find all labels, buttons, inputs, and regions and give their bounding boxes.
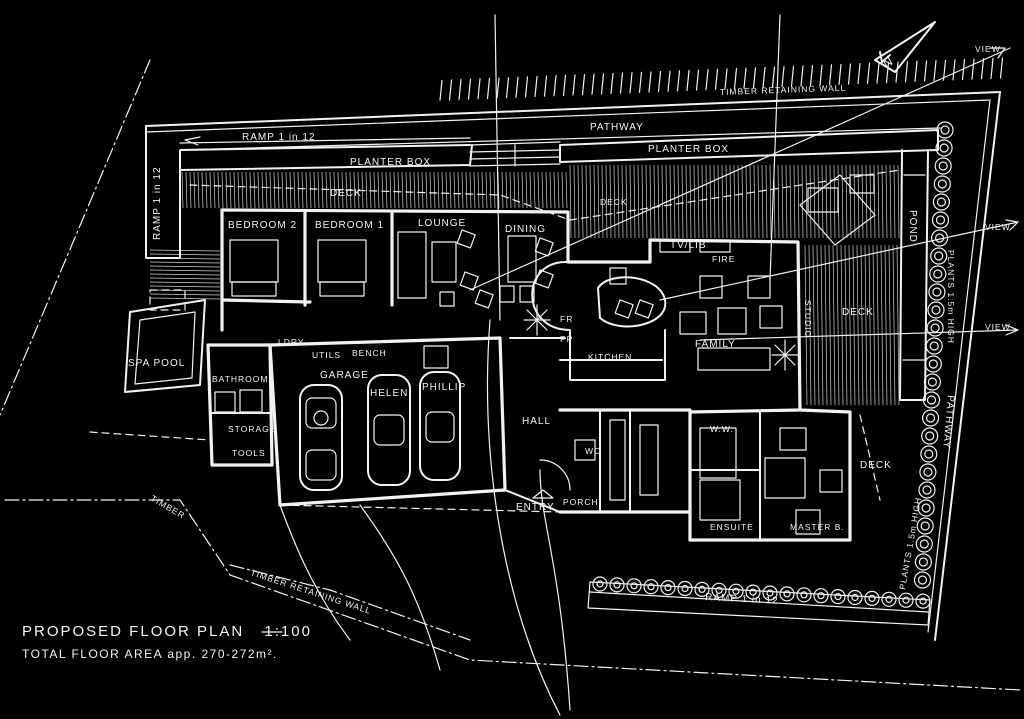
label-entry: ENTRY: [516, 502, 555, 513]
label-lounge: LOUNGE: [418, 218, 466, 229]
label-storage: STORAGE: [228, 424, 276, 434]
area-note: TOTAL FLOOR AREA app. 270-272m².: [22, 647, 278, 661]
site-boundary: [0, 57, 1021, 691]
label-garage: GARAGE: [320, 370, 369, 381]
label-ensuite: ENSUITE: [710, 522, 754, 532]
label-plants-high-lower: PLANTS 1.5m HIGH: [897, 496, 923, 590]
label-fr: FR: [560, 314, 573, 324]
label-deck-far: DECK: [600, 197, 628, 207]
label-view-1: VIEW: [975, 44, 1001, 54]
label-view-2: VIEW: [985, 222, 1011, 232]
label-spa-pool: SPA POOL: [128, 358, 185, 369]
spa-pool: [124, 289, 206, 393]
pond-plants: [587, 121, 954, 626]
plan-title: PROPOSED FLOOR PLAN: [22, 623, 244, 640]
label-family: FAMILY: [695, 339, 736, 350]
label-utils: UTILS: [312, 350, 341, 360]
label-deck-top: DECK: [330, 188, 362, 199]
plan-scale: 1:100: [264, 623, 312, 640]
north-label: N: [881, 53, 897, 70]
north-arrow-icon: [874, 21, 936, 73]
building-walls: [206, 208, 852, 542]
label-studio: STUDIO: [803, 300, 813, 338]
label-phillip: PHILLIP: [422, 382, 466, 393]
label-plants-high: PLANTS 1.5m HIGH: [946, 250, 956, 344]
garage-cars: [299, 371, 461, 491]
label-bedroom2: BEDROOM 2: [228, 220, 297, 231]
label-pond: POND: [907, 210, 918, 243]
label-ldry: LDRY: [278, 337, 305, 347]
label-master: MASTER B.: [790, 522, 845, 532]
label-fire: FIRE: [712, 254, 735, 264]
pathway-ramp-planters: [145, 125, 941, 259]
title-block: PROPOSED FLOOR PLAN 1:100 TOTAL FLOOR AR…: [22, 53, 896, 661]
label-bedroom1: BEDROOM 1: [315, 220, 384, 231]
label-porch: PORCH: [563, 497, 599, 507]
dashed-lines: [89, 169, 901, 716]
label-dining: DINING: [505, 224, 546, 235]
label-pp: PP: [560, 334, 573, 344]
label-pathway-right: PATHWAY: [940, 395, 956, 450]
label-hall: HALL: [522, 416, 551, 427]
label-retaining-top: TIMBER RETAINING WALL: [720, 83, 847, 97]
deck-hatching: [149, 164, 900, 406]
label-helen: HELEN: [370, 388, 408, 399]
label-retaining-left: TIMBER: [149, 493, 187, 521]
label-tv-lib: TV/LIB: [670, 240, 707, 251]
label-kitchen: KITCHEN: [588, 352, 632, 362]
view-arrows: [469, 14, 1019, 341]
label-view-3: VIEW: [985, 322, 1011, 332]
label-ramp-left: RAMP 1 in 12: [152, 166, 163, 240]
label-wc: WC: [585, 446, 601, 456]
furniture: [214, 174, 876, 535]
label-deck-right: DECK: [842, 307, 874, 318]
label-bathroom: BATHROOM: [212, 374, 268, 384]
svg-text:PROPOSED FLOOR PLAN 1:10: PROPOSED FLOOR PLAN 1:100: [22, 623, 312, 640]
label-retaining-bottom: TIMBER RETAINING WALL: [249, 567, 372, 616]
label-tools: TOOLS: [232, 448, 266, 458]
label-bench: BENCH: [352, 348, 387, 358]
label-ramp-bottom: RAMP 1 in 12: [705, 592, 779, 607]
label-pathway-top: PATHWAY: [590, 122, 644, 133]
label-deck-right-lower: DECK: [860, 460, 892, 471]
label-ramp-top: RAMP 1 in 12: [242, 132, 316, 143]
label-planter-left: PLANTER BOX: [350, 157, 431, 168]
label-planter-right: PLANTER BOX: [648, 144, 729, 155]
label-ww: W.W.: [710, 424, 734, 434]
